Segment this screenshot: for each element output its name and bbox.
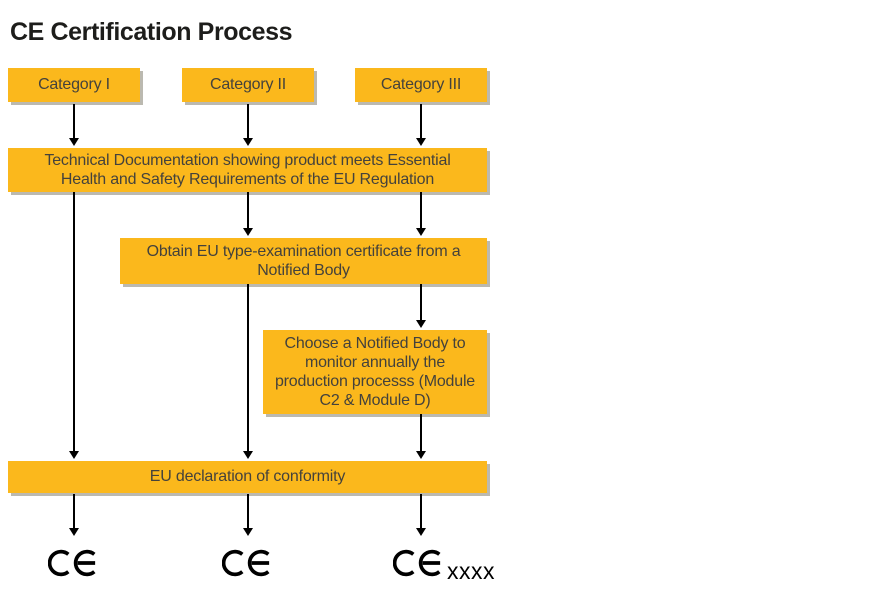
ce-logo-icon <box>221 545 274 586</box>
ce-logo-icon <box>392 545 445 586</box>
ce-mark-1 <box>47 545 100 586</box>
box-type-examination: Obtain EU type-examination certificate f… <box>120 238 487 284</box>
arrow-monitoring-to-declaration <box>415 414 427 459</box>
ce-logo-icon <box>47 545 100 586</box>
ce-notified-body-number: xxxx <box>447 558 495 584</box>
arrow-declaration-to-ce3 <box>415 494 427 536</box>
page-title: CE Certification Process <box>10 18 293 46</box>
box-category-3: Category III <box>355 68 487 102</box>
arrow-cat3-to-typeexam <box>415 192 427 236</box>
arrow-cat2-to-techdoc <box>242 104 254 146</box>
ce-mark-3: xxxx <box>392 545 495 586</box>
arrow-cat1-to-techdoc <box>68 104 80 146</box>
arrow-cat3-to-techdoc <box>415 104 427 146</box>
box-technical-documentation: Technical Documentation showing product … <box>8 148 487 192</box>
box-category-1: Category I <box>8 68 140 102</box>
arrow-cat3-to-monitoring <box>415 284 427 328</box>
box-eu-declaration: EU declaration of conformity <box>8 461 487 493</box>
ce-mark-2 <box>221 545 274 586</box>
arrow-cat2-to-declaration <box>242 284 254 459</box>
arrow-cat1-to-declaration <box>68 192 80 459</box>
arrow-declaration-to-ce1 <box>68 494 80 536</box>
box-category-2: Category II <box>182 68 314 102</box>
arrow-declaration-to-ce2 <box>242 494 254 536</box>
arrow-cat2-to-typeexam <box>242 192 254 236</box>
box-notified-body-monitoring: Choose a Notified Body to monitor annual… <box>263 330 487 414</box>
